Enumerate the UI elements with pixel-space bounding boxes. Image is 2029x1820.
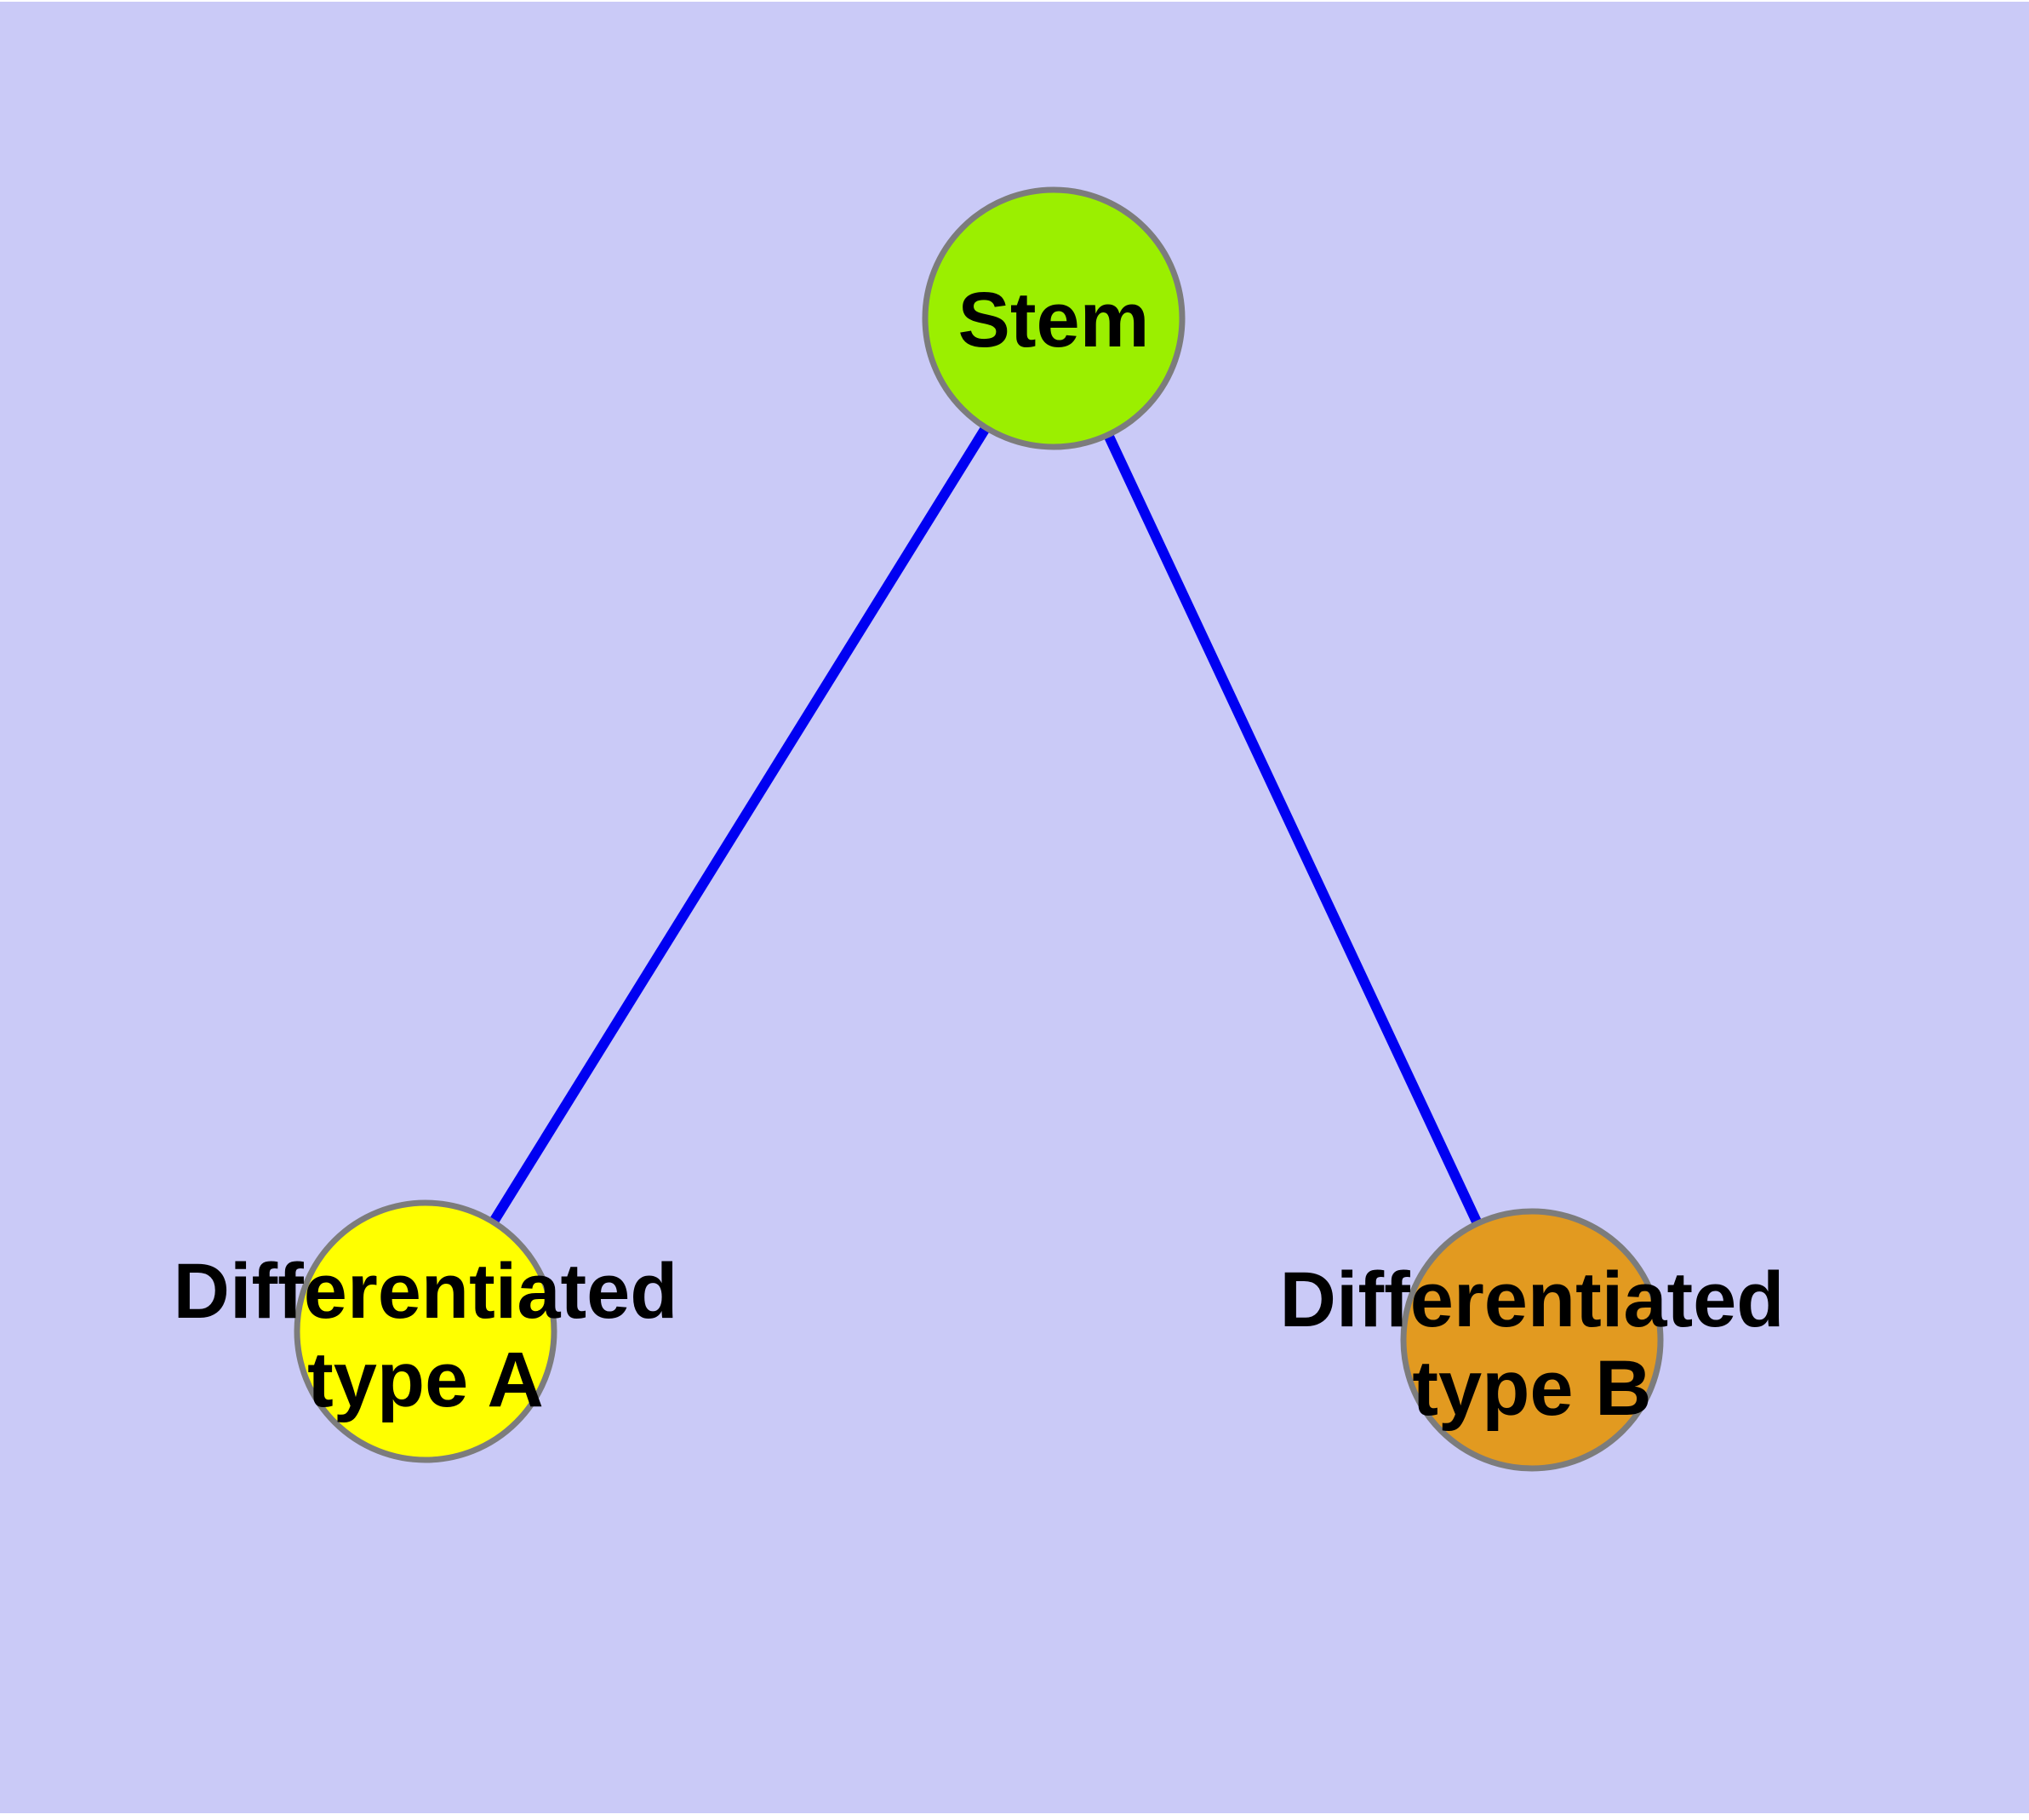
node-type-a-label-line1: Differentiated <box>174 1248 678 1335</box>
node-type-b-label-line1: Differentiated <box>1280 1256 1785 1343</box>
node-differentiated-type-a <box>294 1199 557 1463</box>
node-type-a-label-line2: type A <box>307 1336 544 1423</box>
edge-stem-to-type-a <box>420 315 1059 1335</box>
node-stem-label: Stem <box>958 277 1150 363</box>
edge-stem-to-type-b <box>1049 316 1537 1342</box>
node-stem <box>922 186 1186 450</box>
node-type-b-label-line2: type B <box>1412 1345 1651 1432</box>
node-differentiated-type-b <box>1400 1208 1664 1472</box>
